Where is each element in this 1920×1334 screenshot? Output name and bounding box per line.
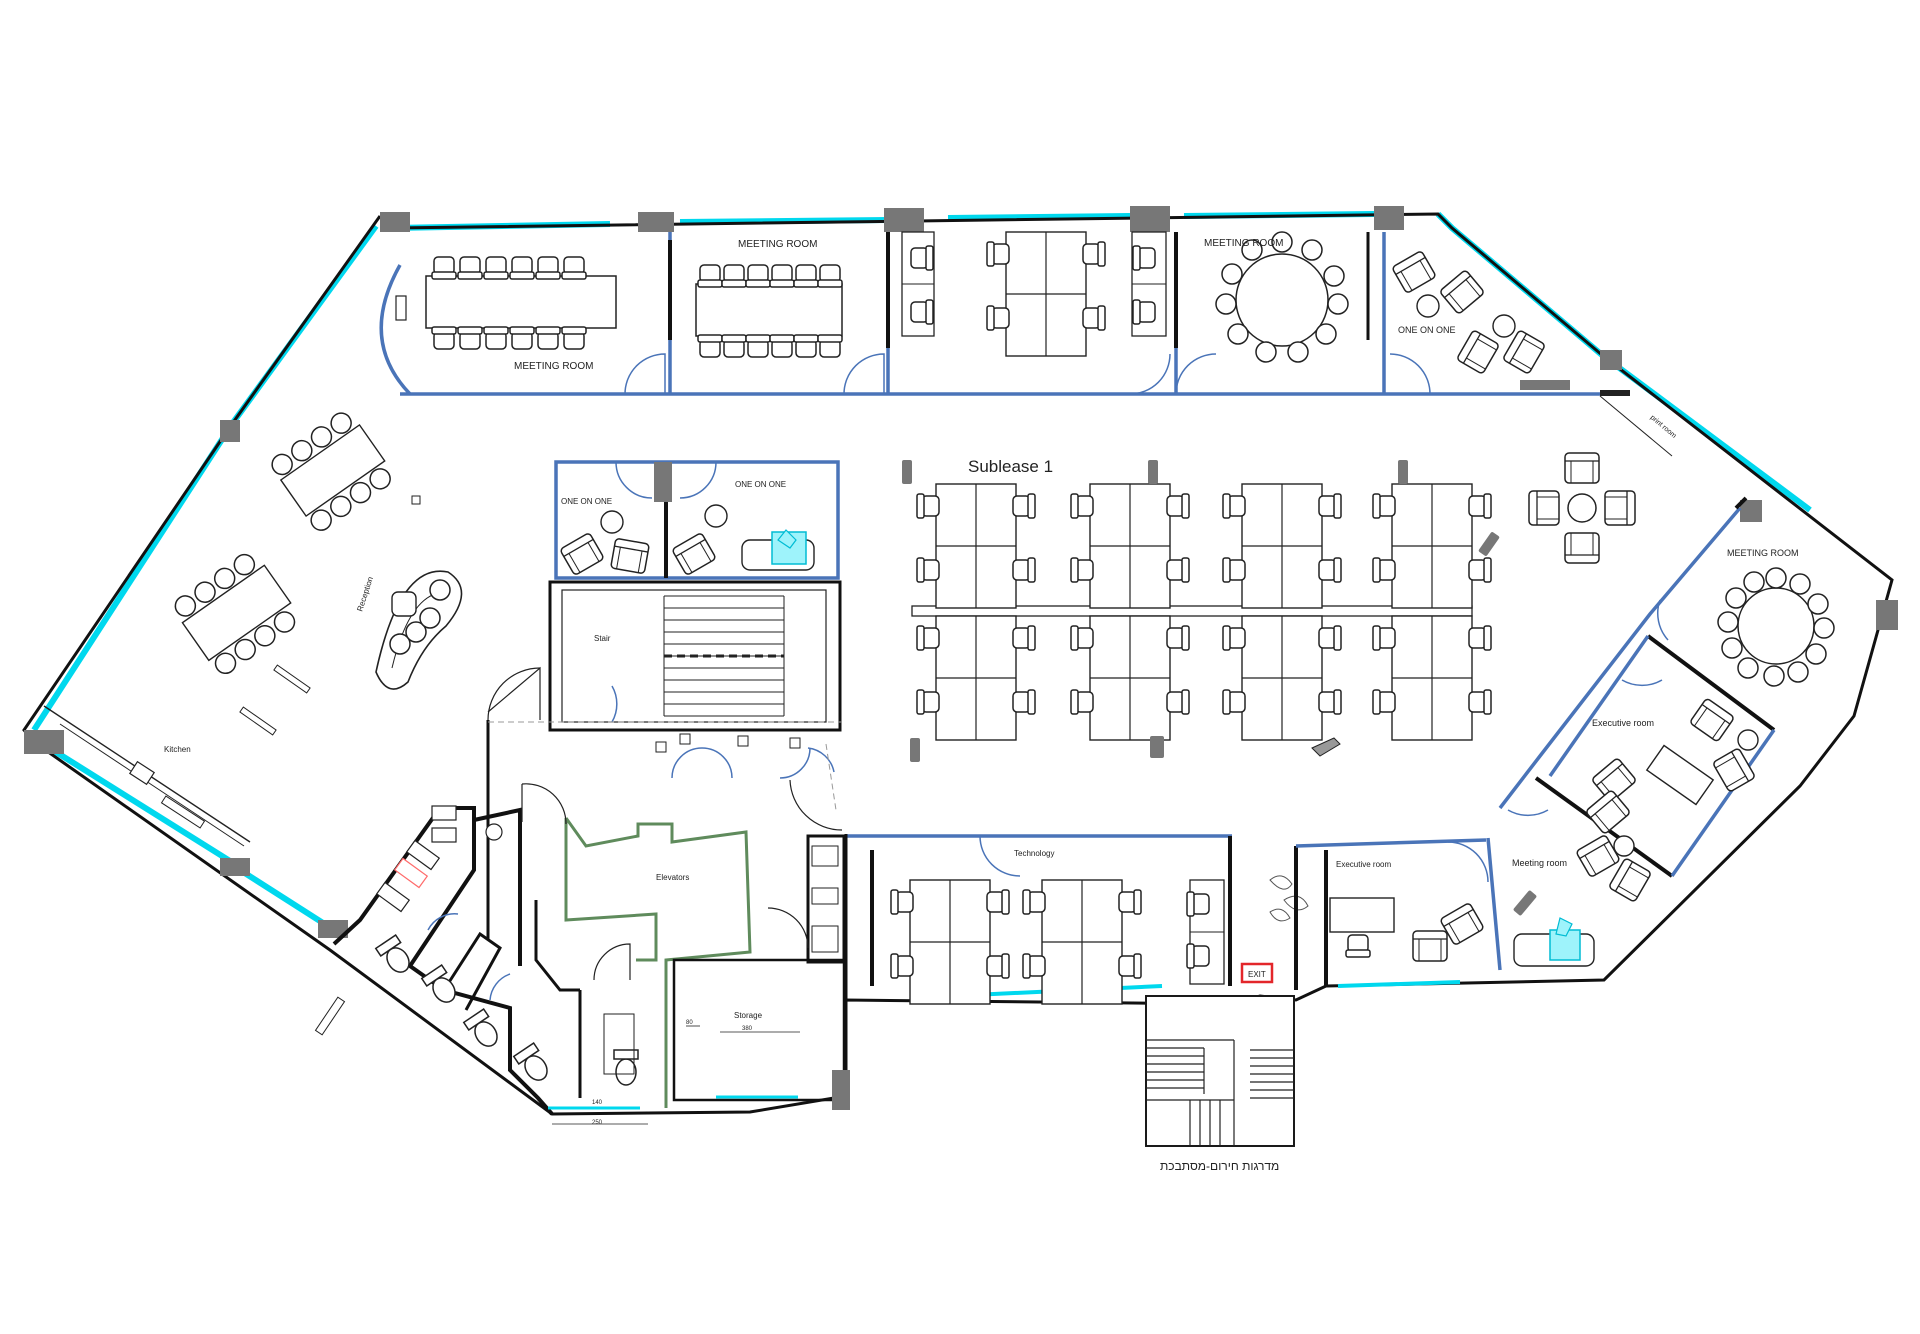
elevator-core: Elevators Storage 80 380 [564,817,850,1110]
right-wing: MEETING ROOM Executive room Meeting room… [1486,395,1835,971]
stair-label: Stair [594,634,611,643]
technology-room: Technology [891,849,1225,1004]
meeting-room-c: MEETING ROOM [1204,231,1349,363]
emergency-stair-label: מדרגות חירום-מסתבכת [1160,1159,1279,1173]
exit-sign-text: EXIT [1248,970,1266,979]
executive-room-a-label: Executive room [1592,718,1654,728]
executive-room-a: Executive room [1584,697,1759,836]
dim-d: 250 [592,1120,603,1126]
elevators-label: Elevators [656,873,689,882]
reception-desk [375,570,463,690]
executive-room-b: Executive room [1329,860,1485,962]
top-desk-area [901,232,1167,356]
one-on-one-ne: ONE ON ONE [1391,249,1547,375]
dim-c: 140 [592,1100,603,1106]
kitchen-label: Kitchen [164,745,191,754]
bottom-rooms: Technology EXIT Executive room [844,834,1489,1041]
lobby-doors [488,721,843,831]
meeting-room-d-label: MEETING ROOM [1727,548,1799,558]
lounge-table [1528,452,1636,564]
one-on-one-left-label: ONE ON ONE [561,497,612,506]
meeting-room-a-label: MEETING ROOM [514,361,593,372]
sublease-open-office: Sublease 1 [902,452,1636,762]
stair-core: Stair [486,580,842,940]
top-rooms: MEETING ROOM MEETING ROOM [379,231,1630,396]
reception-label: Reception [355,576,375,613]
kitchen-area: Kitchen [43,705,346,1036]
technology-label: Technology [1014,849,1054,858]
storage-label: Storage [734,1011,763,1020]
exit-sign: EXIT [1240,962,1274,984]
meeting-room-c-label: MEETING ROOM [1204,238,1283,249]
executive-room-b-label: Executive room [1336,860,1391,869]
one-on-one-right-label: ONE ON ONE [735,480,786,489]
meeting-room-small-label: Meeting room [1512,858,1567,868]
meeting-room-a: MEETING ROOM [395,256,617,372]
meeting-room-d: MEETING ROOM [1717,548,1835,687]
reception-area: Reception [170,408,463,736]
meeting-room-small: Meeting room [1512,833,1653,967]
dim-a: 80 [686,1020,693,1026]
dim-b: 380 [742,1026,753,1032]
meeting-room-b: MEETING ROOM [695,239,843,358]
restrooms: 250 140 [332,783,648,1126]
one-on-one-pair: ONE ON ONE ONE ON ONE [554,460,840,580]
plants [1269,875,1309,922]
emergency-stair: מדרגות חירום-מסתבכת [1145,995,1295,1173]
print-room-label: print room [1649,414,1678,440]
meeting-room-b-label: MEETING ROOM [738,239,817,250]
sublease-label: Sublease 1 [968,457,1053,476]
one-on-one-ne-label: ONE ON ONE [1398,325,1456,335]
